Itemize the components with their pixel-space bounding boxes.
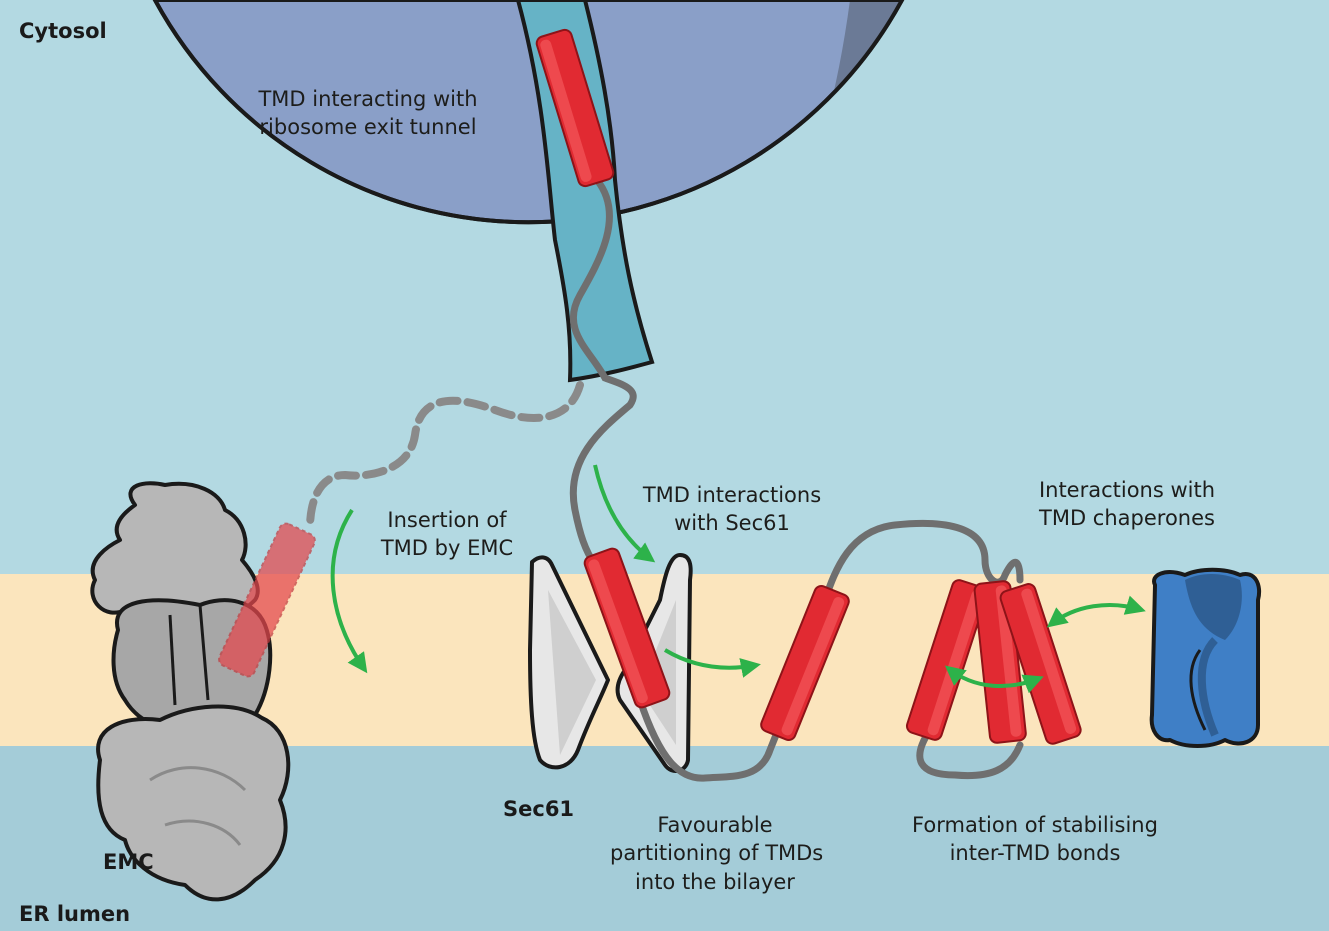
tmd-chaperone bbox=[1152, 570, 1259, 746]
sec61-label: Sec61 bbox=[503, 795, 574, 823]
annotation-line: TMD interacting with bbox=[242, 85, 494, 113]
annotation-emc-insertion: Insertion of TMD by EMC bbox=[377, 506, 517, 563]
annotation-line: Insertion of bbox=[377, 506, 517, 534]
annotation-line: into the bilayer bbox=[610, 868, 820, 896]
annotation-line: with Sec61 bbox=[632, 509, 832, 537]
annotation-line: Interactions with bbox=[1025, 476, 1229, 504]
er-lumen-label: ER lumen bbox=[19, 900, 130, 928]
cytosol-label: Cytosol bbox=[19, 17, 107, 45]
annotation-line: TMD interactions bbox=[632, 481, 832, 509]
annotation-chaperones: Interactions with TMD chaperones bbox=[1025, 476, 1229, 533]
annotation-line: partitioning of TMDs bbox=[610, 839, 820, 867]
annotation-inter-tmd-bonds: Formation of stabilising inter-TMD bonds bbox=[897, 811, 1173, 868]
annotation-line: ribosome exit tunnel bbox=[242, 113, 494, 141]
emc-label: EMC bbox=[103, 848, 154, 876]
annotation-line: TMD chaperones bbox=[1025, 504, 1229, 532]
annotation-line: Favourable bbox=[610, 811, 820, 839]
annotation-partitioning: Favourable partitioning of TMDs into the… bbox=[610, 811, 820, 896]
annotation-line: Formation of stabilising bbox=[897, 811, 1173, 839]
annotation-line: inter-TMD bonds bbox=[897, 839, 1173, 867]
annotation-ribosome-tunnel: TMD interacting with ribosome exit tunne… bbox=[242, 85, 494, 142]
annotation-sec61-interactions: TMD interactions with Sec61 bbox=[632, 481, 832, 538]
annotation-line: TMD by EMC bbox=[377, 534, 517, 562]
